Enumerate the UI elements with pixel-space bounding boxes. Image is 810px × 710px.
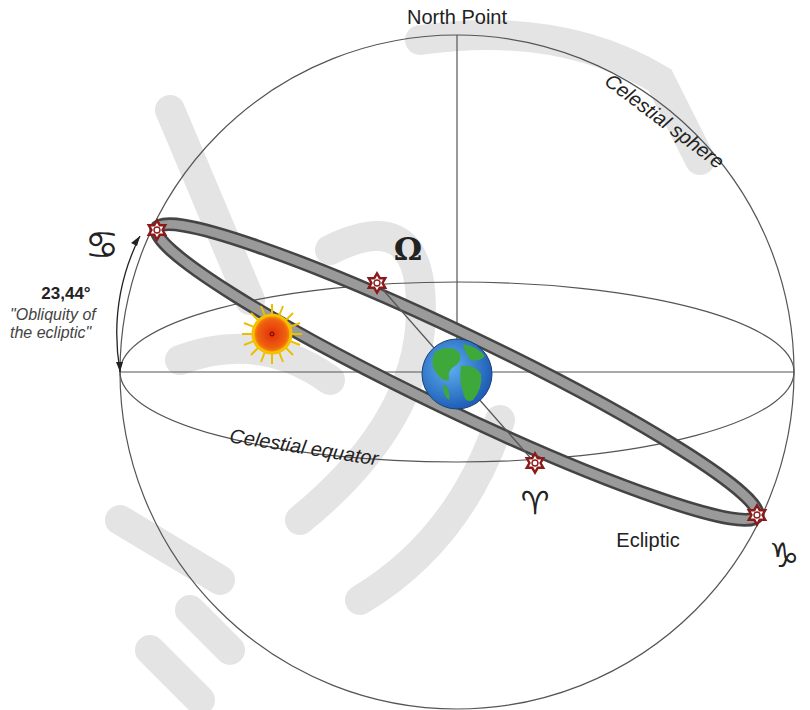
obliquity-note: "Obliquity of the ecliptic" [10,306,98,341]
node-symbol: Ω [394,232,422,267]
equator-label: Celestial equator [228,424,380,469]
node-symbol: ♈ [521,486,550,521]
watermark [120,35,700,700]
sun [242,304,302,364]
zodiac-symbol: ♑ [769,537,799,574]
angle-value: 23,44° [41,285,90,304]
earth [422,339,492,409]
zodiac-symbol: ♋ [85,225,119,267]
ecliptic-label: Ecliptic [616,529,679,551]
pole-label: North Point [407,6,507,28]
